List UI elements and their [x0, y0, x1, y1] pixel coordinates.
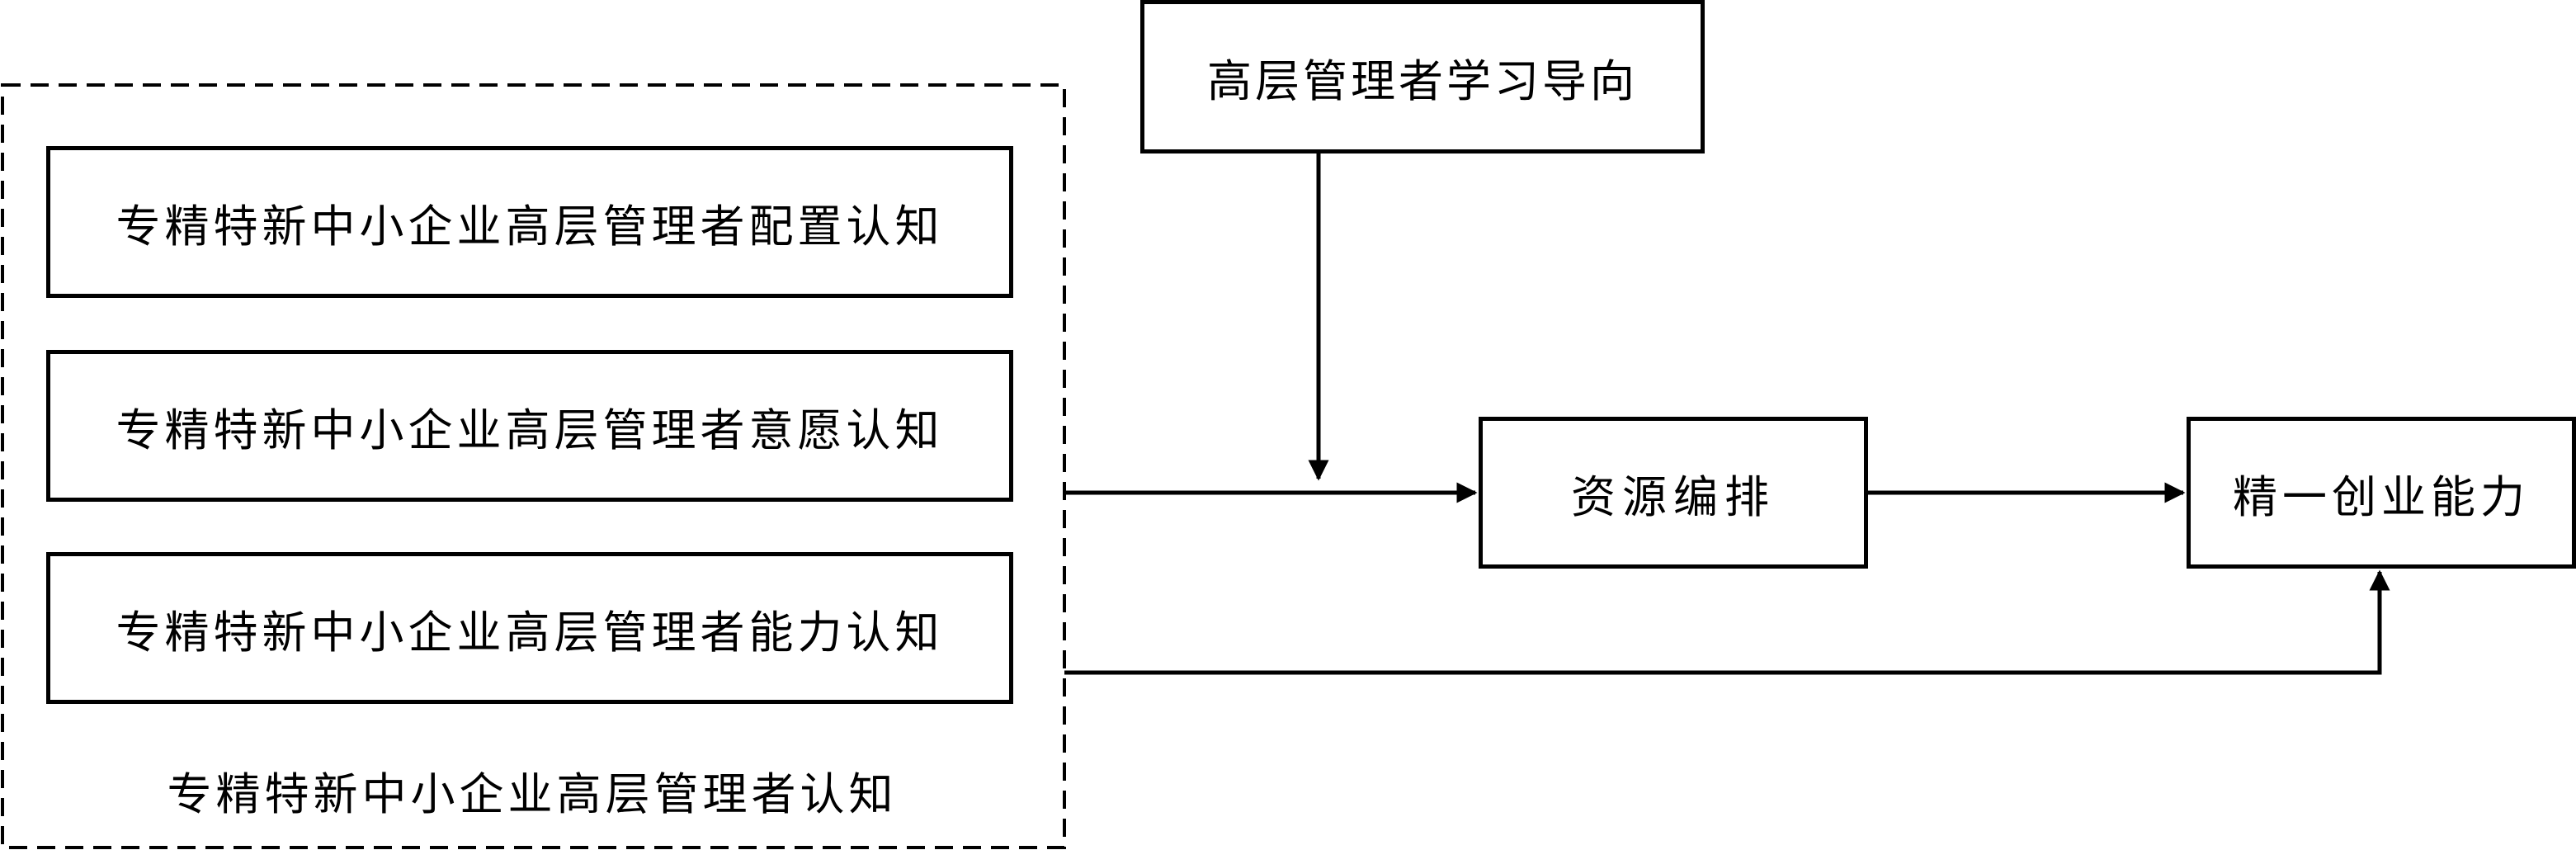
ability-cognition-box: 专精特新中小企业高层管理者能力认知 — [46, 552, 1013, 704]
ability-cognition-label: 专精特新中小企业高层管理者能力认知 — [116, 606, 944, 659]
willingness-cognition-label: 专精特新中小企业高层管理者意愿认知 — [116, 404, 944, 456]
resource-orchestration-box: 资源编排 — [1479, 417, 1868, 569]
config-cognition-box: 专精特新中小企业高层管理者配置认知 — [46, 146, 1013, 298]
willingness-cognition-box: 专精特新中小企业高层管理者意愿认知 — [46, 350, 1013, 502]
entrepreneurial-capability-label: 精一创业能力 — [2233, 470, 2530, 523]
resource-orchestration-label: 资源编排 — [1571, 470, 1776, 523]
config-cognition-label: 专精特新中小企业高层管理者配置认知 — [116, 200, 944, 253]
cognition-group-label: 专精特新中小企业高层管理者认知 — [167, 768, 898, 820]
learning-orientation-box: 高层管理者学习导向 — [1140, 0, 1705, 153]
learning-orientation-label: 高层管理者学习导向 — [1207, 54, 1638, 107]
cognition-group-dashed-border — [1, 83, 1066, 849]
group-to-capability-direct-arrow — [1064, 569, 2390, 675]
entrepreneurial-capability-box: 精一创业能力 — [2187, 417, 2576, 569]
